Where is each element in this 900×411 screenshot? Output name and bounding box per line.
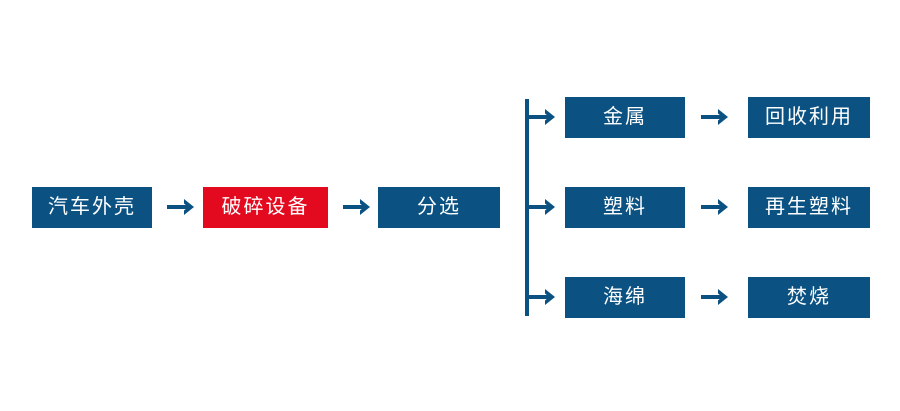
node-metal-label: 金属 bbox=[603, 106, 647, 128]
arrow-metal-to-recycle bbox=[698, 102, 732, 132]
node-recycle[interactable]: 回收利用 bbox=[748, 97, 870, 138]
node-sorting-label: 分选 bbox=[417, 196, 461, 218]
branch-arrow-plastic bbox=[527, 192, 559, 222]
branch-arrow-sponge bbox=[527, 282, 559, 312]
node-crusher-label: 破碎设备 bbox=[221, 196, 310, 218]
node-repastic-label: 再生塑料 bbox=[765, 196, 853, 218]
node-sponge-label: 海绵 bbox=[603, 286, 647, 308]
node-sponge[interactable]: 海绵 bbox=[565, 277, 685, 318]
branch-arrow-metal bbox=[527, 102, 559, 132]
node-plastic[interactable]: 塑料 bbox=[565, 187, 685, 228]
node-incineration-label: 焚烧 bbox=[787, 286, 831, 308]
arrow-sponge-to-incineration bbox=[698, 282, 732, 312]
node-car-shell-label: 汽车外壳 bbox=[48, 196, 136, 218]
arrow-plastic-to-repastic bbox=[698, 192, 732, 222]
node-crusher[interactable]: 破碎设备 bbox=[203, 187, 328, 228]
node-recycle-label: 回收利用 bbox=[765, 106, 853, 128]
node-metal[interactable]: 金属 bbox=[565, 97, 685, 138]
node-repastic[interactable]: 再生塑料 bbox=[748, 187, 870, 228]
arrow-car-shell-to-crusher bbox=[164, 192, 198, 222]
node-plastic-label: 塑料 bbox=[603, 196, 647, 218]
node-sorting[interactable]: 分选 bbox=[378, 187, 500, 228]
node-car-shell[interactable]: 汽车外壳 bbox=[32, 187, 152, 228]
node-incineration[interactable]: 焚烧 bbox=[748, 277, 870, 318]
arrow-crusher-to-sorting bbox=[340, 192, 374, 222]
